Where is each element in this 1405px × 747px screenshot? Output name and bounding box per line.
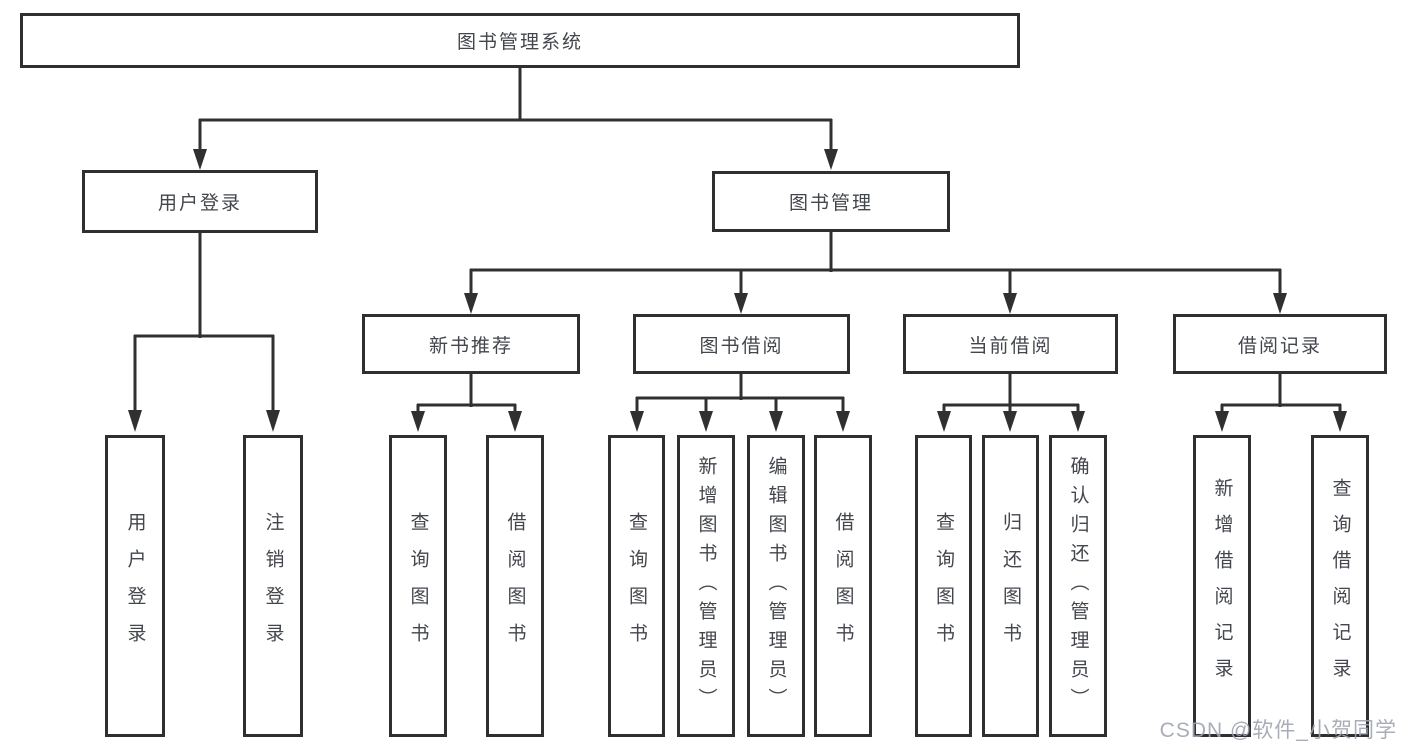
node-root-label: 图书管理系统 bbox=[456, 32, 583, 53]
node-book-borrow: 图书借阅 bbox=[633, 314, 850, 374]
leaf-edit-books-admin-label: 编辑图书（管理员） bbox=[765, 455, 787, 717]
arrowhead-group bbox=[128, 149, 1347, 432]
node-book-management-label: 图书管理 bbox=[788, 193, 873, 214]
leaf-user-login: 用户登录 bbox=[105, 435, 165, 737]
leaf-logout: 注销登录 bbox=[243, 435, 303, 737]
leaf-return-books: 归还图书 bbox=[982, 435, 1039, 737]
leaf-current-query-books: 查询图书 bbox=[915, 435, 972, 737]
csdn-watermark: CSDN @软件_小贺同学 bbox=[1159, 719, 1397, 742]
node-root: 图书管理系统 bbox=[20, 13, 1020, 68]
node-current-borrow: 当前借阅 bbox=[903, 314, 1118, 374]
leaf-recommend-borrow-books-label: 借阅图书 bbox=[504, 512, 526, 660]
leaf-add-books-admin-label: 新增图书（管理员） bbox=[695, 455, 717, 717]
node-borrow-records: 借阅记录 bbox=[1173, 314, 1387, 374]
node-new-book-recommend: 新书推荐 bbox=[362, 314, 580, 374]
leaf-query-borrow-record-label: 查询借阅记录 bbox=[1329, 478, 1351, 694]
leaf-confirm-return-admin-label: 确认归还（管理员） bbox=[1067, 455, 1089, 717]
leaf-user-login-label: 用户登录 bbox=[124, 512, 146, 660]
leaf-add-borrow-record-label: 新增借阅记录 bbox=[1211, 478, 1233, 694]
node-current-borrow-label: 当前借阅 bbox=[968, 335, 1053, 357]
leaf-logout-label: 注销登录 bbox=[262, 512, 284, 660]
leaf-recommend-query-books: 查询图书 bbox=[389, 435, 447, 737]
leaf-add-borrow-record: 新增借阅记录 bbox=[1193, 435, 1251, 737]
node-new-book-recommend-label: 新书推荐 bbox=[428, 335, 513, 357]
leaf-add-books-admin: 新增图书（管理员） bbox=[677, 435, 735, 737]
leaf-recommend-borrow-books: 借阅图书 bbox=[486, 435, 544, 737]
node-borrow-records-label: 借阅记录 bbox=[1237, 335, 1322, 357]
leaf-confirm-return-admin: 确认归还（管理员） bbox=[1049, 435, 1107, 737]
leaf-edit-books-admin: 编辑图书（管理员） bbox=[747, 435, 805, 737]
leaf-recommend-query-books-label: 查询图书 bbox=[407, 512, 429, 660]
leaf-query-borrow-record: 查询借阅记录 bbox=[1311, 435, 1369, 737]
node-user-login-label: 用户登录 bbox=[157, 193, 242, 214]
leaf-borrow-query-books: 查询图书 bbox=[608, 435, 665, 737]
leaf-borrow-query-books-label: 查询图书 bbox=[626, 512, 647, 660]
leaf-current-query-books-label: 查询图书 bbox=[933, 512, 954, 660]
leaf-return-books-label: 归还图书 bbox=[1000, 512, 1021, 660]
node-book-borrow-label: 图书借阅 bbox=[699, 335, 784, 357]
node-book-management: 图书管理 bbox=[712, 171, 950, 232]
node-user-login: 用户登录 bbox=[82, 170, 318, 233]
leaf-borrow-books: 借阅图书 bbox=[814, 435, 872, 737]
leaf-borrow-books-label: 借阅图书 bbox=[832, 512, 854, 660]
